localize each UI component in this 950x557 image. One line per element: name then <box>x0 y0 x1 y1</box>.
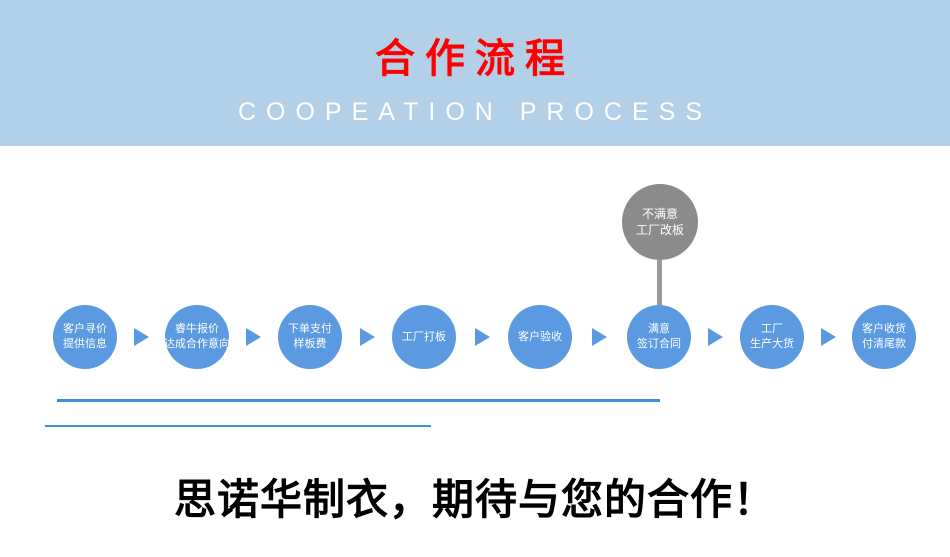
arrow-right-icon <box>475 328 490 346</box>
branch-label-line2: 工厂改板 <box>635 223 684 237</box>
step-label-line1: 满意 <box>648 323 670 335</box>
flow-step-final-payment: 客户收货 付清尾款 <box>852 305 916 369</box>
flow-step-sign-contract: 满意 签订合同 <box>627 305 691 369</box>
footer-slogan: 思诺华制衣，期待与您的合作！ <box>173 476 776 523</box>
step-label-line1: 客户收货 <box>862 323 906 335</box>
flow-step-quotation: 睿牛报价 达成合作意向 <box>164 305 230 369</box>
arrow-right-icon <box>592 328 607 346</box>
flow-step-factory-sample: 工厂打板 <box>392 305 456 369</box>
page-title: 合作流程 <box>375 37 575 81</box>
step-label-line1: 工厂打板 <box>402 330 446 343</box>
decorative-line-short <box>45 425 431 427</box>
flow-step-inquiry: 客户寻价 提供信息 <box>53 305 117 369</box>
flow-step-customer-check: 客户验收 <box>508 305 572 369</box>
arrow-right-icon <box>360 328 375 346</box>
branch-connector-line <box>657 260 662 306</box>
flow-step-bulk-production: 工厂 生产大货 <box>740 305 804 369</box>
step-label-line1: 工厂 <box>761 323 783 335</box>
branch-label-line1: 不满意 <box>641 207 678 221</box>
step-label-line2: 签订合同 <box>637 338 681 350</box>
arrow-right-icon <box>708 328 723 346</box>
flow-step-sample-fee: 下单支付 样板费 <box>278 305 342 369</box>
step-label-line1: 下单支付 <box>288 323 332 335</box>
banner: 合作流程 COOPEATION PROCESS <box>0 0 950 146</box>
step-label-line1: 客户寻价 <box>63 323 107 335</box>
step-label-line2: 生产大货 <box>750 338 794 350</box>
arrow-right-icon <box>246 328 261 346</box>
step-label-line2: 提供信息 <box>63 338 107 350</box>
decorative-line-long <box>57 399 660 402</box>
step-label-line2: 达成合作意向 <box>164 338 230 350</box>
arrow-right-icon <box>821 328 836 346</box>
step-label-line1: 客户验收 <box>518 330 562 343</box>
flow-branch-rework: 不满意 工厂改板 <box>622 184 698 260</box>
step-label-line2: 付清尾款 <box>862 338 906 350</box>
step-label-line1: 睿牛报价 <box>175 323 219 335</box>
arrow-right-icon <box>134 328 149 346</box>
step-label-line2: 样板费 <box>293 338 327 350</box>
page-subtitle: COOPEATION PROCESS <box>237 98 713 126</box>
